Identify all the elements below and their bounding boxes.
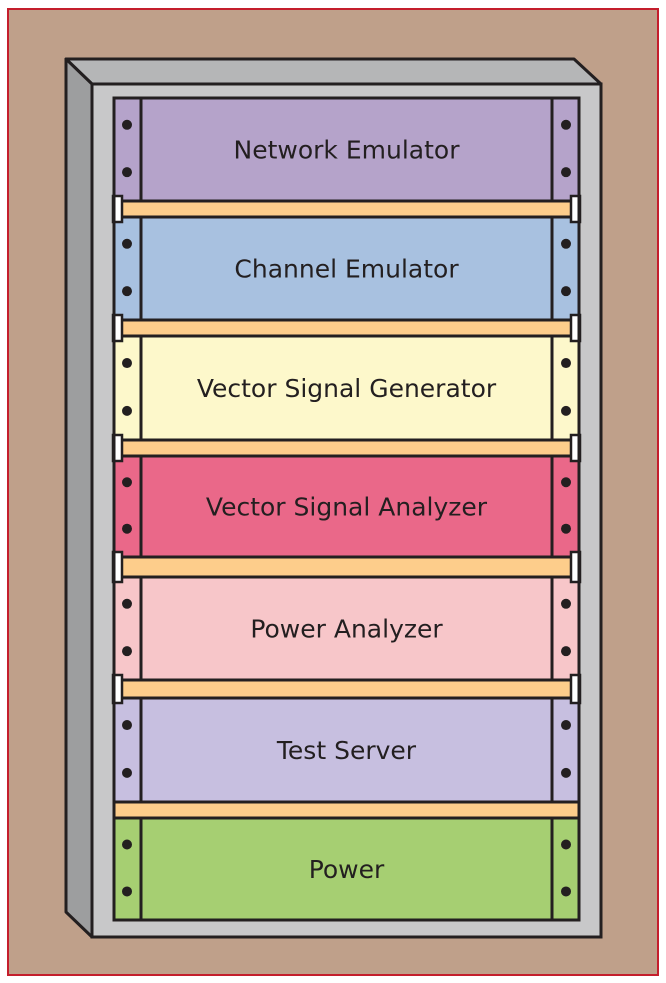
- rack-cabinet-top: [64, 57, 603, 86]
- mounting-screw: [122, 720, 132, 731]
- mounting-screw: [122, 405, 132, 416]
- mounting-screw: [561, 238, 571, 249]
- mounting-screw: [561, 119, 571, 130]
- rack-unit-label: Test Server: [276, 736, 417, 765]
- rack-inner-frame: [112, 96, 581, 922]
- rack-unit-panel: [112, 454, 581, 559]
- rack-rail: [111, 433, 582, 463]
- rack-rail: [111, 673, 582, 705]
- rack-rail: [111, 313, 582, 343]
- rack-unit-label: Network Emulator: [234, 136, 461, 165]
- mounting-screw: [561, 839, 571, 850]
- mounting-screw: [122, 886, 132, 897]
- rack-unit-label: Vector Signal Generator: [197, 374, 497, 403]
- rack-unit: Channel Emulator: [112, 215, 581, 322]
- mounting-screw: [122, 598, 132, 609]
- mounting-screw: [561, 477, 571, 488]
- mounting-screw: [122, 767, 132, 778]
- rail-bar: [112, 800, 581, 820]
- rack-cabinet-side: [64, 57, 94, 939]
- rack-rail: [111, 550, 582, 584]
- mounting-screw: [561, 886, 571, 897]
- rack-rail: [112, 800, 581, 820]
- rack-unit: Power Analyzer: [112, 575, 581, 682]
- rack-unit-label: Power Analyzer: [250, 615, 443, 644]
- rack-unit-panel: [112, 696, 581, 804]
- rail-bar: [112, 438, 581, 458]
- rack-unit: Vector Signal Generator: [112, 334, 581, 442]
- rack-unit-label: Channel Emulator: [234, 255, 459, 284]
- mounting-screw: [122, 167, 132, 178]
- mounting-screw: [561, 286, 571, 297]
- rack-unit: Network Emulator: [112, 96, 581, 203]
- rack-rail: [111, 194, 582, 224]
- rack-unit: Test Server: [112, 696, 581, 804]
- mounting-screw: [122, 839, 132, 850]
- mounting-screw: [561, 646, 571, 657]
- mounting-screw: [561, 767, 571, 778]
- mounting-screw: [122, 238, 132, 249]
- mounting-screw: [122, 646, 132, 657]
- rack-rails: [111, 194, 582, 820]
- mounting-screw: [561, 720, 571, 731]
- mounting-screw: [561, 167, 571, 178]
- mounting-screw: [122, 119, 132, 130]
- mounting-screw: [561, 358, 571, 369]
- rail-bar: [112, 318, 581, 338]
- mounting-screw: [122, 477, 132, 488]
- rail-bar: [112, 199, 581, 219]
- mounting-screw: [561, 405, 571, 416]
- rack-unit: Power: [112, 816, 581, 922]
- rack-unit: Vector Signal Analyzer: [112, 454, 581, 559]
- rail-bar: [112, 678, 581, 700]
- mounting-screw: [122, 358, 132, 369]
- rack-unit-label: Power: [309, 855, 385, 884]
- mounting-screw: [561, 523, 571, 534]
- mounting-screw: [122, 523, 132, 534]
- rail-bar: [112, 555, 581, 579]
- rack-unit-label: Vector Signal Analyzer: [206, 493, 488, 522]
- mounting-screw: [561, 598, 571, 609]
- mounting-screw: [122, 286, 132, 297]
